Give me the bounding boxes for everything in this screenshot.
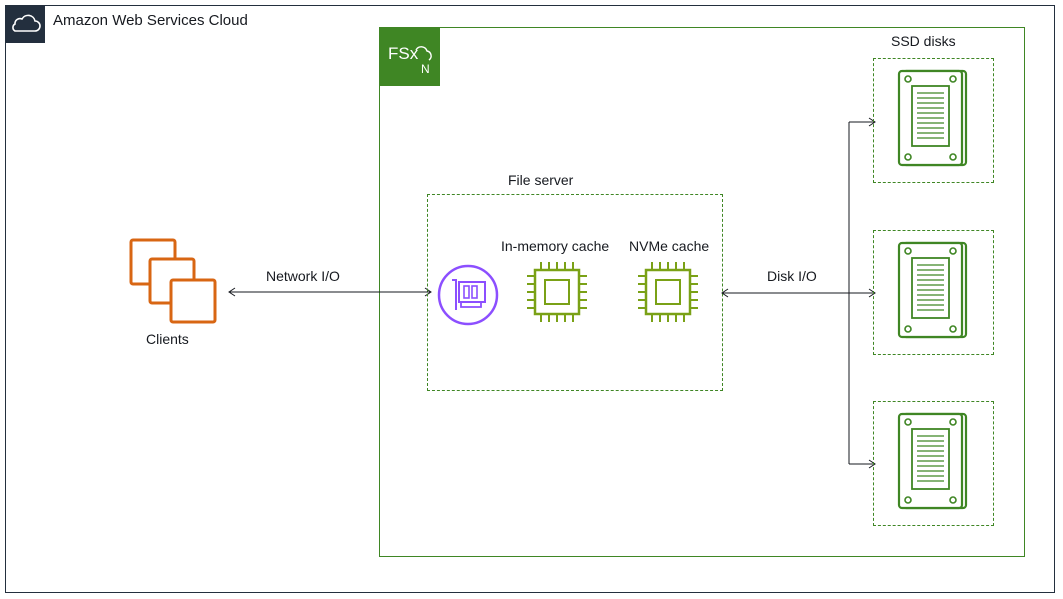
ssd-disk-icon bbox=[894, 68, 970, 172]
fsx-badge-text: FSx bbox=[388, 44, 419, 63]
fsx-netapp-ontap-icon: FSx N bbox=[388, 44, 432, 76]
nvme-cache-chip-icon bbox=[636, 260, 700, 324]
ssd-disk-box-1 bbox=[873, 58, 994, 183]
cloud-icon bbox=[12, 14, 41, 32]
instances-icon bbox=[128, 237, 218, 325]
ssd-disk-box-3 bbox=[873, 401, 994, 526]
cloud-badge bbox=[5, 5, 45, 43]
aws-cloud-boundary bbox=[5, 5, 1055, 593]
ssd-disks-label: SSD disks bbox=[891, 33, 956, 49]
cloud-title: Amazon Web Services Cloud bbox=[53, 12, 248, 29]
network-io-label: Network I/O bbox=[266, 268, 340, 284]
disk-io-label: Disk I/O bbox=[767, 268, 817, 284]
network-io-arrow bbox=[228, 287, 432, 297]
ssd-disk-icon bbox=[894, 240, 970, 344]
disk-io-arrows bbox=[721, 117, 876, 469]
fsx-badge: FSx N bbox=[380, 28, 440, 86]
memory-cache-chip-icon bbox=[525, 260, 589, 324]
nvme-cache-label: NVMe cache bbox=[629, 238, 710, 254]
file-server-label: File server bbox=[508, 172, 574, 188]
network-adapter-icon bbox=[437, 264, 499, 326]
clients-label: Clients bbox=[146, 331, 189, 347]
fsx-badge-sub: N bbox=[421, 62, 430, 76]
ssd-disk-box-2 bbox=[873, 230, 994, 355]
memory-cache-label: In-memory cache bbox=[501, 238, 610, 254]
ssd-disk-icon bbox=[894, 411, 970, 515]
